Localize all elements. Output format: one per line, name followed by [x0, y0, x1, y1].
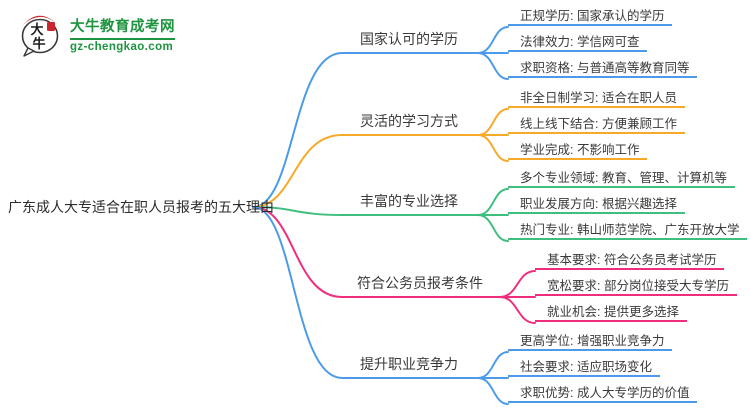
branch-label-1: 国家认可的学历 [360, 31, 458, 47]
leaf-node: 非全日制学习: 适合在职人员 [508, 89, 685, 108]
leaf-node: 正规学历: 国家承认的学历 [508, 7, 673, 26]
logo-domain: gz-chengkao.com [70, 38, 175, 53]
logo-bubble-icon: 大 牛 [18, 10, 62, 58]
branch4-links [252, 206, 536, 324]
branch-label-3: 丰富的专业选择 [360, 193, 458, 209]
leaf-node: 宽松要求: 部分岗位接受大专学历 [535, 277, 737, 296]
branch-label-2: 灵活的学习方式 [360, 113, 458, 129]
svg-text:牛: 牛 [32, 36, 45, 52]
leaf-node: 求职资格: 与普通高等教育同等 [508, 59, 698, 78]
root-topic: 广东成人大专适合在职人员报考的五大理由 [8, 199, 274, 215]
leaf-node: 线上线下结合: 方便兼顾工作 [508, 115, 685, 134]
site-logo: 大 牛 大牛教育成考网 gz-chengkao.com [18, 10, 175, 58]
leaf-node: 多个专业领域: 教育、管理、计算机等 [508, 169, 735, 188]
leaf-node: 职业发展方向: 根据兴趣选择 [508, 195, 685, 214]
leaf-node: 社会要求: 适应职场变化 [508, 358, 660, 377]
branch-label-4: 符合公务员报考条件 [357, 275, 483, 291]
branch-label-5: 提升职业竞争力 [360, 356, 458, 372]
svg-text:大: 大 [30, 22, 43, 38]
leaf-node: 热门专业: 韩山师范学院、广东开放大学 [508, 221, 748, 240]
leaf-node: 更高学位: 增强职业竞争力 [508, 332, 673, 351]
logo-title: 大牛教育成考网 [70, 19, 175, 35]
leaf-node: 就业机会: 提供更多选择 [535, 303, 687, 322]
leaf-node: 法律效力: 学信网可查 [508, 33, 648, 52]
leaf-node: 基本要求: 符合公务员考试学历 [535, 251, 725, 270]
branch5-links [252, 206, 509, 405]
leaf-node: 学业完成: 不影响工作 [508, 141, 648, 160]
leaf-node: 求职优势: 成人大专学历的价值 [508, 384, 698, 403]
